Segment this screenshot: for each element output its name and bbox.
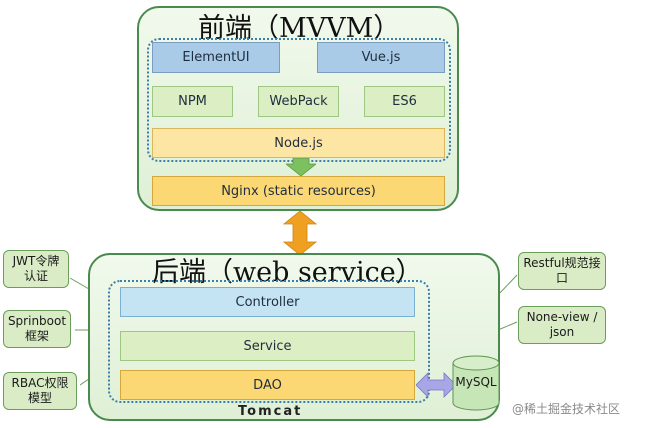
- double-arrow-icon: [283, 211, 317, 255]
- bidirectional-arrow-icon: [416, 372, 456, 398]
- watermark: @稀土掘金技术社区: [512, 402, 621, 416]
- callout-rbac: RBAC权限模型: [3, 372, 77, 410]
- controller-box: Controller: [120, 287, 415, 317]
- nodejs-box: Node.js: [152, 128, 445, 158]
- arrow-down-icon: [286, 158, 316, 176]
- npm-box: NPM: [152, 86, 233, 117]
- webpack-box: WebPack: [258, 86, 339, 117]
- callout-jwt: JWT令牌认证: [3, 250, 69, 288]
- mysql-label: MySQL: [455, 375, 497, 389]
- backend-title: 后端（web service）: [152, 257, 423, 288]
- vuejs-box: Vue.js: [317, 42, 445, 73]
- callout-springboot: Sprinboot框架: [3, 310, 71, 348]
- callout-restful: Restful规范接口: [518, 252, 606, 290]
- connector-restful: [497, 274, 518, 296]
- elementui-box: ElementUI: [152, 42, 280, 73]
- database-cylinder-icon: [452, 355, 500, 411]
- connector-noneview: [497, 321, 518, 331]
- callout-noneview: None-view / json: [518, 306, 606, 344]
- es6-box: ES6: [364, 86, 445, 117]
- tomcat-label: Tomcat: [238, 404, 303, 419]
- service-box: Service: [120, 331, 415, 361]
- dao-box: DAO: [120, 370, 415, 400]
- nginx-box: Nginx (static resources): [152, 176, 445, 206]
- backend-dotted-group: [108, 280, 430, 403]
